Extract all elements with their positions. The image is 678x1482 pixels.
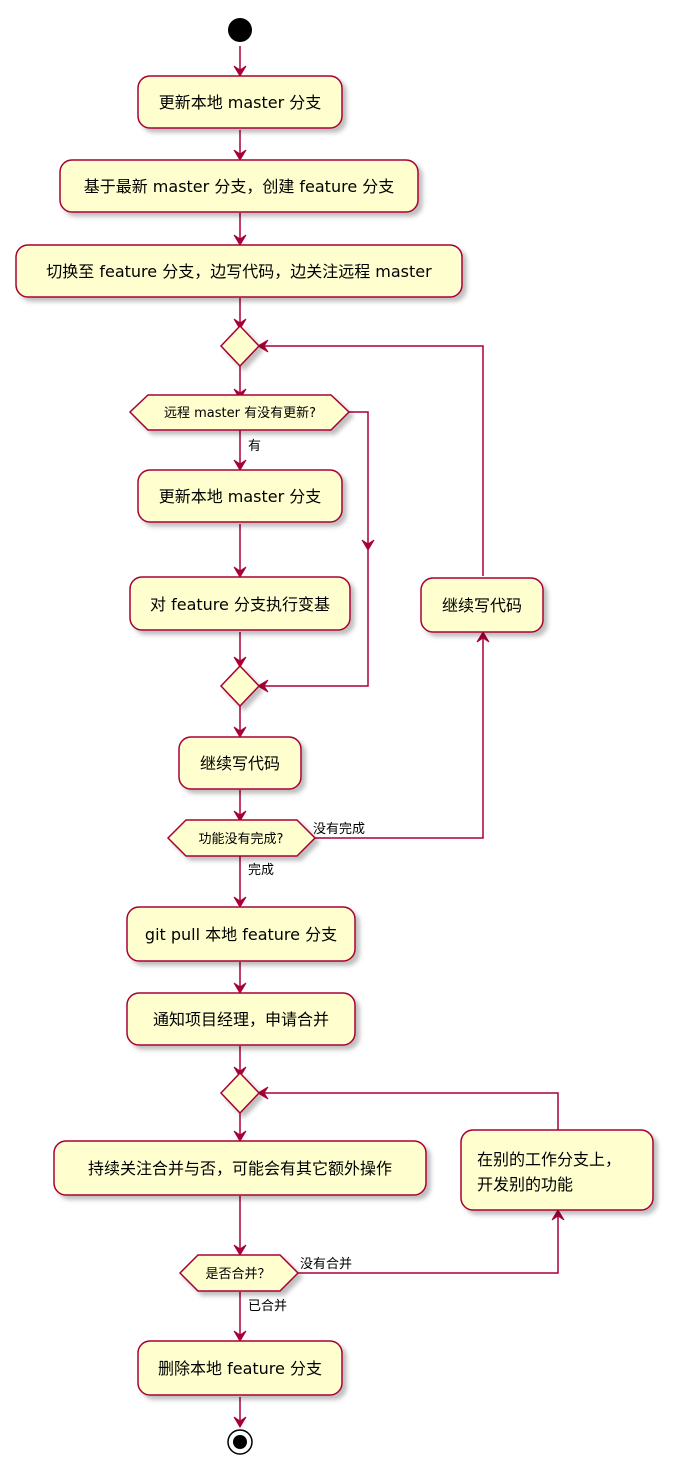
merge-diamond-loop	[219, 324, 261, 368]
activity-label: 持续关注合并与否，可能会有其它额外操作	[88, 1159, 392, 1178]
activity-update-master-1: 更新本地 master 分支	[137, 75, 343, 129]
activity-label: 切换至 feature 分支，边写代码，边关注远程 master	[46, 262, 432, 281]
activity-notify-pm: 通知项目经理，申请合并	[126, 992, 356, 1046]
activity-label: 继续写代码	[200, 754, 280, 773]
decision-merged: 是否合并？	[178, 1254, 300, 1292]
activity-label: 通知项目经理，申请合并	[153, 1010, 329, 1029]
activity-label: 更新本地 master 分支	[159, 487, 322, 506]
edge-label-not-done: 没有完成	[313, 822, 365, 837]
activity-update-master-2: 更新本地 master 分支	[137, 469, 343, 523]
merge-diamond-merge-loop	[219, 1071, 261, 1115]
decision-not-done: 功能没有完成?	[166, 819, 317, 857]
start-node	[228, 18, 252, 42]
activity-continue-coding-1: 继续写代码	[178, 736, 302, 790]
activity-label: 对 feature 分支执行变基	[150, 595, 330, 614]
activity-label: 开发别的功能	[477, 1175, 573, 1194]
activity-label: 基于最新 master 分支，创建 feature 分支	[84, 177, 395, 196]
activity-other-work: 在别的工作分支上， 开发别的功能	[460, 1129, 654, 1211]
decision-label: 功能没有完成?	[199, 832, 284, 847]
activity-watch-merge: 持续关注合并与否，可能会有其它额外操作	[53, 1140, 427, 1196]
activity-continue-coding-2: 继续写代码	[420, 577, 544, 633]
activity-git-pull: git pull 本地 feature 分支	[126, 906, 356, 962]
activity-rebase: 对 feature 分支执行变基	[129, 576, 351, 631]
decision-remote-updated: 远程 master 有没有更新?	[128, 394, 351, 431]
edge-label-merged: 已合并	[248, 1299, 287, 1314]
activity-label: git pull 本地 feature 分支	[145, 925, 337, 944]
decision-label: 远程 master 有没有更新?	[164, 405, 316, 421]
activity-switch-feature: 切换至 feature 分支，边写代码，边关注远程 master	[15, 244, 463, 298]
end-node	[227, 1429, 253, 1455]
activity-create-feature: 基于最新 master 分支，创建 feature 分支	[59, 159, 419, 213]
decision-label: 是否合并？	[205, 1267, 270, 1282]
edge-label-not-merged: 没有合并	[300, 1257, 352, 1272]
activity-label: 删除本地 feature 分支	[158, 1359, 322, 1378]
edge-label-yes: 有	[248, 439, 261, 454]
activity-label: 继续写代码	[442, 596, 522, 615]
edges	[233, 46, 565, 1428]
activity-label: 更新本地 master 分支	[159, 93, 322, 112]
edge-label-done: 完成	[248, 863, 274, 878]
merge-diamond-rebase	[219, 664, 261, 708]
activity-delete-feature: 删除本地 feature 分支	[137, 1340, 343, 1396]
activity-label: 在别的工作分支上，	[477, 1150, 621, 1169]
